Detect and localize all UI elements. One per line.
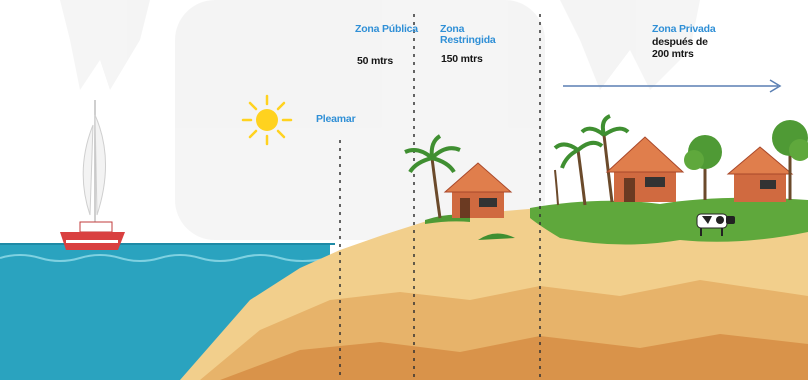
- grass-field: [530, 197, 808, 245]
- house-icon: [726, 146, 794, 202]
- sea-waves: [0, 254, 331, 262]
- palm-tree-icon: [404, 134, 461, 219]
- zona-restringida-title: Zona Restringida: [440, 23, 496, 46]
- zona-privada-title: Zona Privada: [652, 23, 716, 35]
- sailboat-icon: [60, 100, 125, 250]
- zona-restringida-value: 150 mtrs: [441, 53, 483, 65]
- cow-icon: [696, 213, 735, 236]
- house-icon: [443, 162, 513, 218]
- pleamar-label: Pleamar: [316, 113, 356, 125]
- palm-tree-icon: [553, 114, 630, 206]
- zona-publica-value: 50 mtrs: [357, 55, 393, 67]
- zona-privada-line2: 200 mtrs: [652, 48, 694, 60]
- tree-icon: [684, 135, 722, 200]
- sand-layer-deep: [220, 334, 808, 380]
- zona-publica-title: Zona Pública: [355, 23, 418, 35]
- background-watermark: [60, 0, 700, 240]
- tree-icon: [772, 120, 808, 200]
- sun-icon: [241, 94, 293, 146]
- zona-privada-line1: después de: [652, 36, 708, 48]
- grass-patch: [478, 233, 515, 240]
- arrow-right-icon: [563, 79, 782, 93]
- house-icon: [605, 136, 685, 202]
